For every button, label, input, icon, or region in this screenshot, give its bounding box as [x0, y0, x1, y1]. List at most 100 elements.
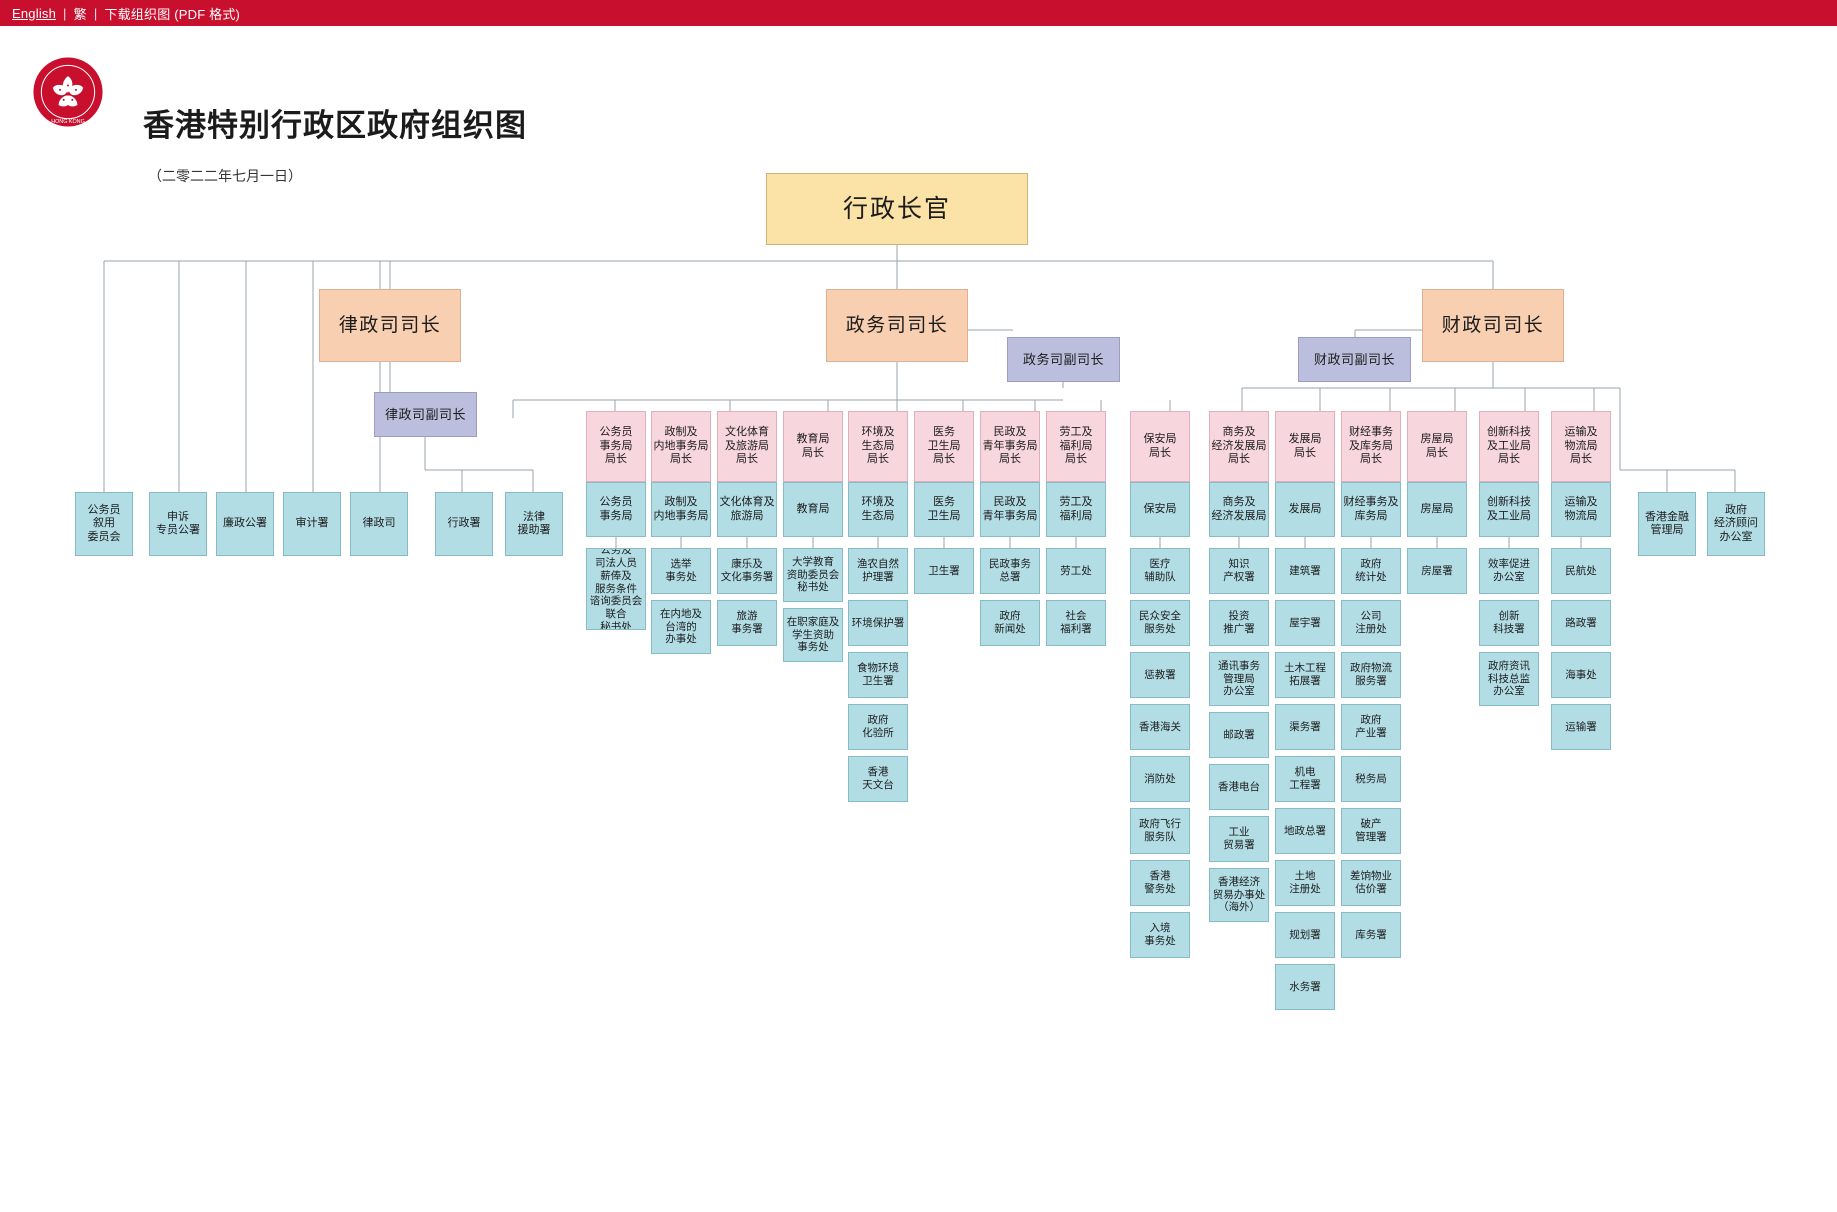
node-fs-department-0[interactable]: 香港金融 管理局 [1638, 492, 1696, 556]
node-department-7-0[interactable]: 劳工处 [1046, 548, 1106, 594]
node-ce-department-5[interactable]: 行政署 [435, 492, 493, 556]
node-bureau-head-12[interactable]: 房屋局 局长 [1407, 411, 1467, 482]
node-department-10-7[interactable]: 规划署 [1275, 912, 1335, 958]
node-bureau-2[interactable]: 文化体育及 旅游局 [717, 482, 777, 537]
node-department-10-3[interactable]: 渠务署 [1275, 704, 1335, 750]
node-department-10-2[interactable]: 土木工程 拓展署 [1275, 652, 1335, 698]
node-bureau-0[interactable]: 公务员 事务局 [586, 482, 646, 537]
node-department-8-2[interactable]: 惩教署 [1130, 652, 1190, 698]
node-financial-secretary[interactable]: 财政司司长 [1422, 289, 1564, 362]
node-bureau-head-14[interactable]: 运输及 物流局 局长 [1551, 411, 1611, 482]
node-bureau-head-8[interactable]: 保安局 局长 [1130, 411, 1190, 482]
node-bureau-head-7[interactable]: 劳工及 福利局 局长 [1046, 411, 1106, 482]
node-deputy-financial-secretary[interactable]: 财政司副司长 [1298, 337, 1411, 382]
node-department-4-1[interactable]: 环境保护署 [848, 600, 908, 646]
node-department-2-1[interactable]: 旅游 事务署 [717, 600, 777, 646]
node-bureau-head-13[interactable]: 创新科技 及工业局 局长 [1479, 411, 1539, 482]
node-department-13-2[interactable]: 政府资讯 科技总监 办公室 [1479, 652, 1539, 706]
node-department-7-1[interactable]: 社会 福利署 [1046, 600, 1106, 646]
node-department-8-0[interactable]: 医疗 辅助队 [1130, 548, 1190, 594]
node-department-8-5[interactable]: 政府飞行 服务队 [1130, 808, 1190, 854]
node-bureau-head-1[interactable]: 政制及 内地事务局 局长 [651, 411, 711, 482]
node-bureau-head-2[interactable]: 文化体育 及旅游局 局长 [717, 411, 777, 482]
language-traditional-link[interactable]: 繁 [73, 6, 87, 22]
node-bureau-8[interactable]: 保安局 [1130, 482, 1190, 537]
node-ce-department-3[interactable]: 审计署 [283, 492, 341, 556]
node-department-2-0[interactable]: 康乐及 文化事务署 [717, 548, 777, 594]
node-department-10-0[interactable]: 建筑署 [1275, 548, 1335, 594]
node-bureau-7[interactable]: 劳工及 福利局 [1046, 482, 1106, 537]
node-bureau-6[interactable]: 民政及 青年事务局 [980, 482, 1040, 537]
node-department-9-1[interactable]: 投资 推广署 [1209, 600, 1269, 646]
node-department-4-2[interactable]: 食物环境 卫生署 [848, 652, 908, 698]
node-bureau-9[interactable]: 商务及 经济发展局 [1209, 482, 1269, 537]
node-ce-department-0[interactable]: 公务员 叙用 委员会 [75, 492, 133, 556]
node-department-0-0[interactable]: 公务及 司法人员 薪俸及 服务条件 谘询委员会 联合 秘书处 [586, 548, 646, 630]
node-department-6-1[interactable]: 政府 新闻处 [980, 600, 1040, 646]
node-department-6-0[interactable]: 民政事务 总署 [980, 548, 1040, 594]
node-department-9-0[interactable]: 知识 产权署 [1209, 548, 1269, 594]
node-department-1-0[interactable]: 选举 事务处 [651, 548, 711, 594]
node-department-11-3[interactable]: 政府 产业署 [1341, 704, 1401, 750]
node-bureau-3[interactable]: 教育局 [783, 482, 843, 537]
node-chief-executive[interactable]: 行政长官 [766, 173, 1028, 245]
node-department-8-7[interactable]: 入境 事务处 [1130, 912, 1190, 958]
node-bureau-12[interactable]: 房屋局 [1407, 482, 1467, 537]
node-department-9-3[interactable]: 邮政署 [1209, 712, 1269, 758]
node-department-8-3[interactable]: 香港海关 [1130, 704, 1190, 750]
node-bureau-11[interactable]: 财经事务及 库务局 [1341, 482, 1401, 537]
node-bureau-head-5[interactable]: 医务 卫生局 局长 [914, 411, 974, 482]
node-bureau-14[interactable]: 运输及 物流局 [1551, 482, 1611, 537]
node-department-9-2[interactable]: 通讯事务 管理局 办公室 [1209, 652, 1269, 706]
node-fs-department-1[interactable]: 政府 经济顾问 办公室 [1707, 492, 1765, 556]
node-department-9-4[interactable]: 香港电台 [1209, 764, 1269, 810]
node-department-11-7[interactable]: 库务署 [1341, 912, 1401, 958]
node-bureau-1[interactable]: 政制及 内地事务局 [651, 482, 711, 537]
node-department-11-1[interactable]: 公司 注册处 [1341, 600, 1401, 646]
node-department-14-0[interactable]: 民航处 [1551, 548, 1611, 594]
node-department-11-4[interactable]: 税务局 [1341, 756, 1401, 802]
node-department-4-0[interactable]: 渔农自然 护理署 [848, 548, 908, 594]
node-department-13-1[interactable]: 创新 科技署 [1479, 600, 1539, 646]
node-secretary-justice[interactable]: 律政司司长 [319, 289, 461, 362]
node-department-13-0[interactable]: 效率促进 办公室 [1479, 548, 1539, 594]
node-department-10-8[interactable]: 水务署 [1275, 964, 1335, 1010]
node-department-4-4[interactable]: 香港 天文台 [848, 756, 908, 802]
node-deputy-chief-secretary[interactable]: 政务司副司长 [1007, 337, 1120, 382]
node-deputy-secretary-justice[interactable]: 律政司副司长 [374, 392, 477, 437]
node-bureau-head-3[interactable]: 教育局 局长 [783, 411, 843, 482]
node-department-9-6[interactable]: 香港经济 贸易办事处 （海外） [1209, 868, 1269, 922]
node-department-1-1[interactable]: 在内地及 台湾的 办事处 [651, 600, 711, 654]
node-bureau-head-10[interactable]: 发展局 局长 [1275, 411, 1335, 482]
node-bureau-head-4[interactable]: 环境及 生态局 局长 [848, 411, 908, 482]
node-ce-department-2[interactable]: 廉政公署 [216, 492, 274, 556]
language-english-link[interactable]: English [12, 5, 57, 21]
node-department-10-1[interactable]: 屋宇署 [1275, 600, 1335, 646]
node-bureau-5[interactable]: 医务 卫生局 [914, 482, 974, 537]
node-department-11-6[interactable]: 差饷物业 估价署 [1341, 860, 1401, 906]
node-department-5-0[interactable]: 卫生署 [914, 548, 974, 594]
node-department-8-4[interactable]: 消防处 [1130, 756, 1190, 802]
node-bureau-head-9[interactable]: 商务及 经济发展局 局长 [1209, 411, 1269, 482]
node-department-14-3[interactable]: 运输署 [1551, 704, 1611, 750]
node-department-10-6[interactable]: 土地 注册处 [1275, 860, 1335, 906]
node-department-11-2[interactable]: 政府物流 服务署 [1341, 652, 1401, 698]
node-department-11-5[interactable]: 破产 管理署 [1341, 808, 1401, 854]
node-department-3-1[interactable]: 在职家庭及 学生资助 事务处 [783, 608, 843, 662]
node-bureau-head-0[interactable]: 公务员 事务局 局长 [586, 411, 646, 482]
node-bureau-13[interactable]: 创新科技 及工业局 [1479, 482, 1539, 537]
node-department-8-1[interactable]: 民众安全 服务处 [1130, 600, 1190, 646]
node-ce-department-4[interactable]: 律政司 [350, 492, 408, 556]
node-department-8-6[interactable]: 香港 警务处 [1130, 860, 1190, 906]
node-bureau-head-6[interactable]: 民政及 青年事务局 局长 [980, 411, 1040, 482]
node-bureau-head-11[interactable]: 财经事务 及库务局 局长 [1341, 411, 1401, 482]
download-pdf-link[interactable]: 下载组织图 (PDF 格式) [104, 6, 241, 22]
node-bureau-4[interactable]: 环境及 生态局 [848, 482, 908, 537]
node-department-12-0[interactable]: 房屋署 [1407, 548, 1467, 594]
node-bureau-10[interactable]: 发展局 [1275, 482, 1335, 537]
node-ce-department-6[interactable]: 法律 援助署 [505, 492, 563, 556]
node-department-11-0[interactable]: 政府 统计处 [1341, 548, 1401, 594]
node-department-10-4[interactable]: 机电 工程署 [1275, 756, 1335, 802]
node-chief-secretary[interactable]: 政务司司长 [826, 289, 968, 362]
node-department-4-3[interactable]: 政府 化验所 [848, 704, 908, 750]
